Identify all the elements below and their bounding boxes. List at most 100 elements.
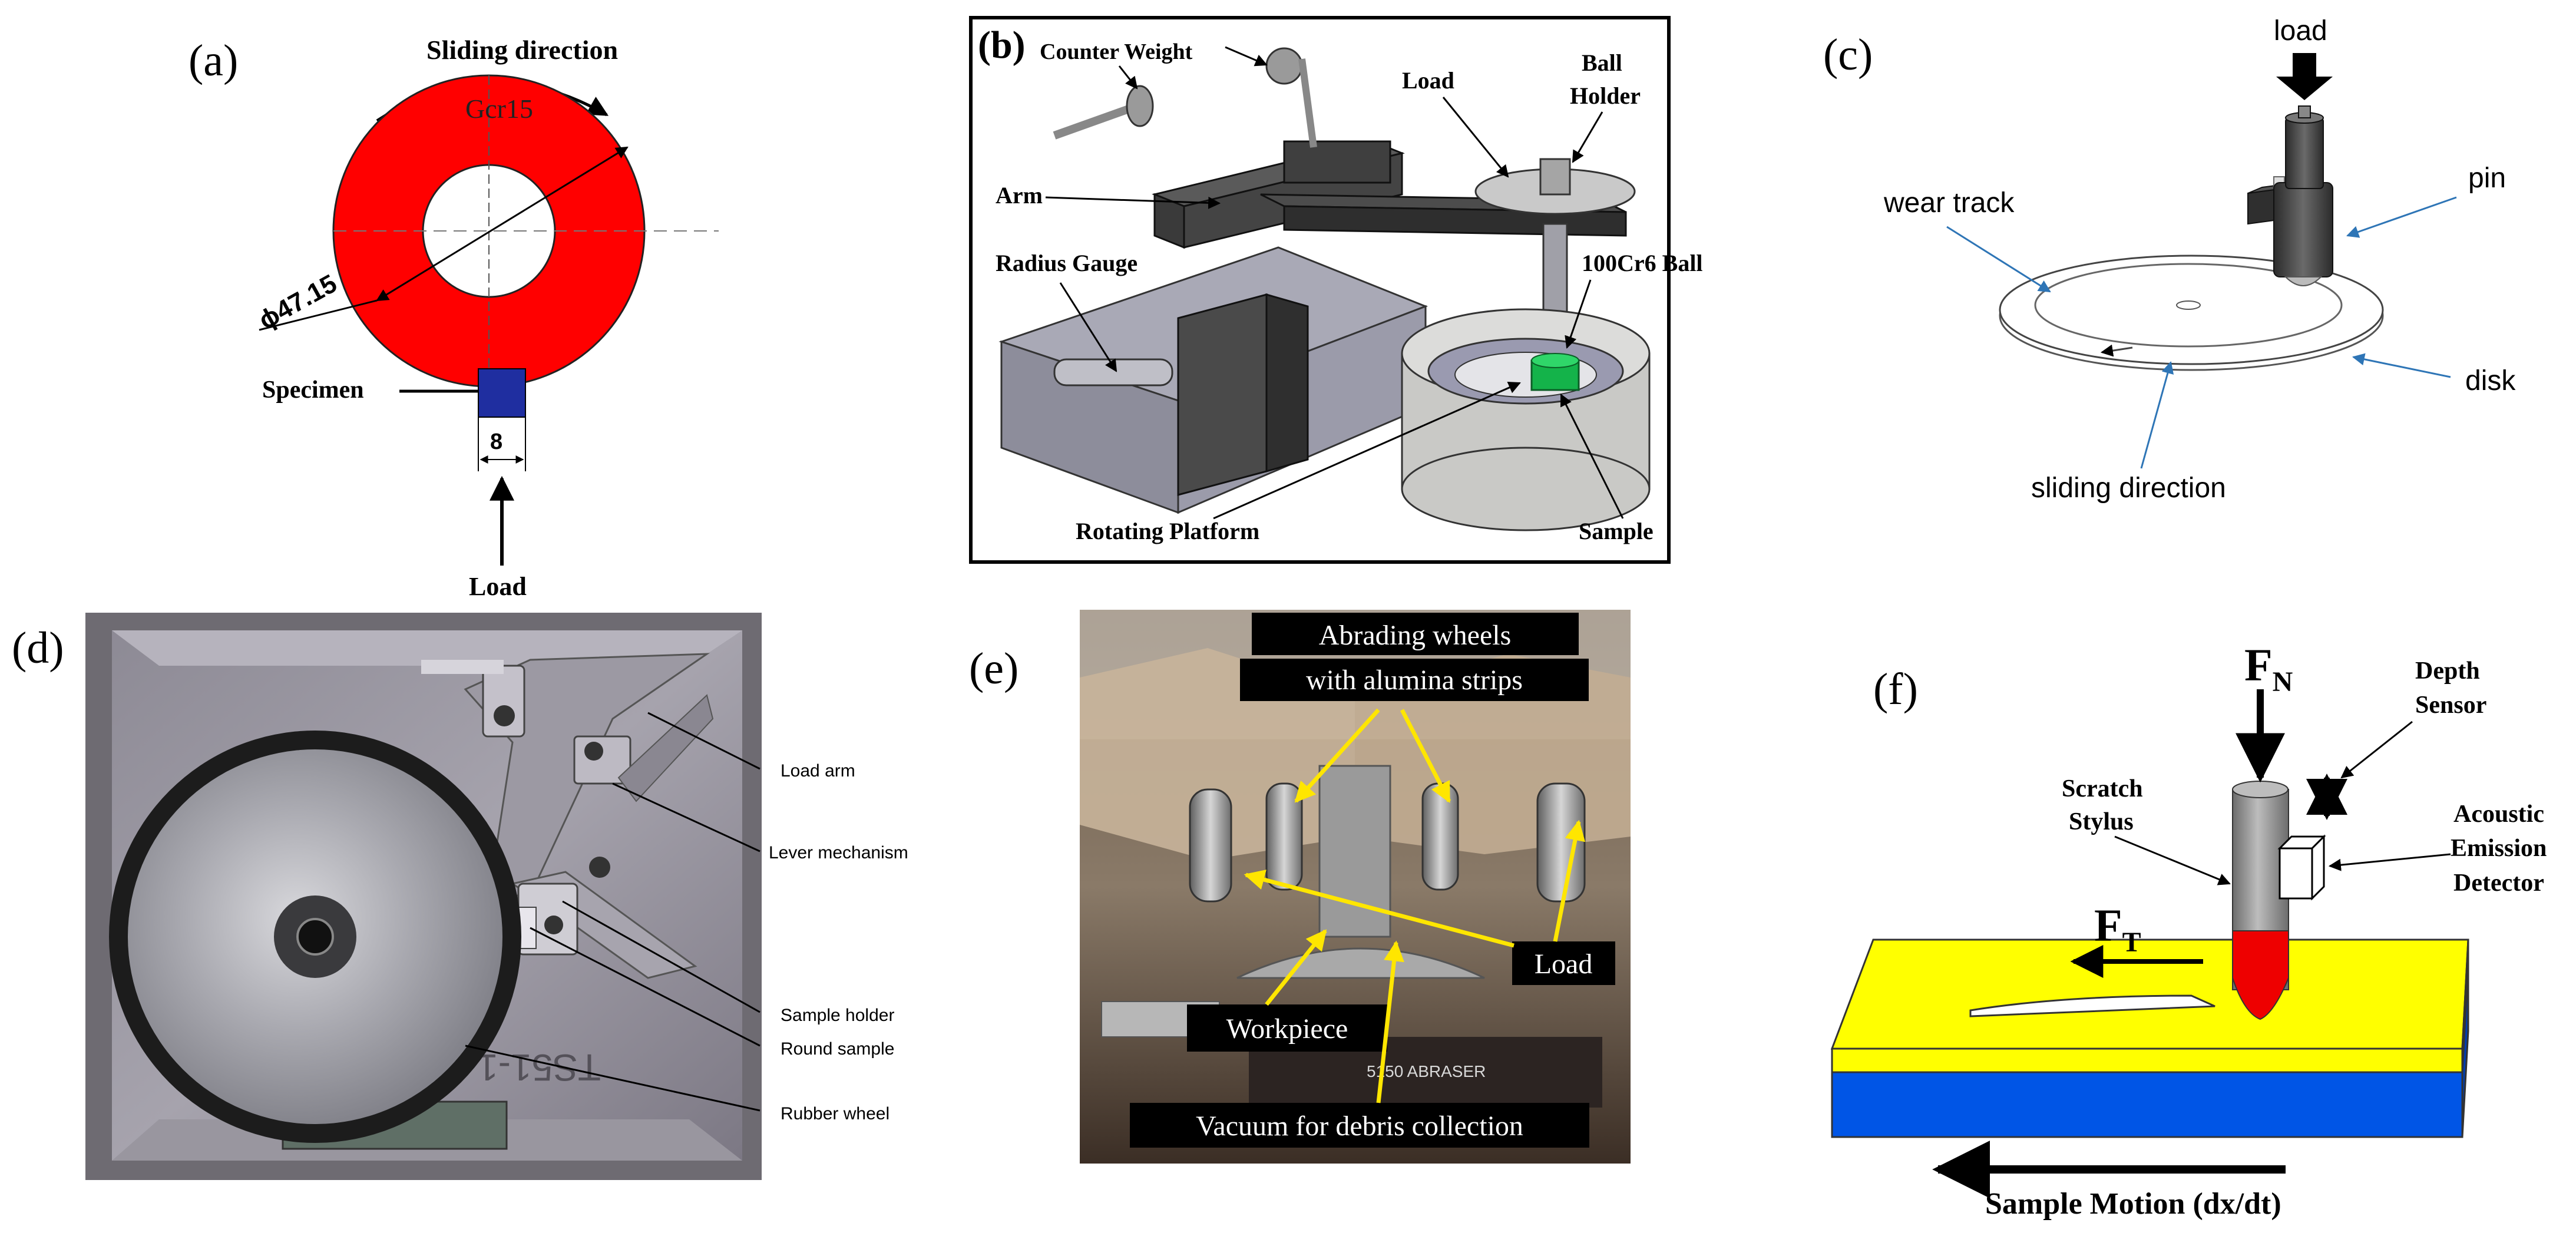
counter-post <box>1298 58 1317 148</box>
diameter-leader <box>259 299 378 331</box>
panel-c: (c) load pin wear track disk sliding dir… <box>1823 15 2516 504</box>
sample-holder-label: Sample holder <box>781 1006 894 1025</box>
vacuum-label-box <box>1130 1103 1589 1148</box>
sample-label-b: Sample <box>1579 518 1654 544</box>
load-label-b: Load <box>1402 67 1454 94</box>
workpiece-arrow <box>1265 929 1327 1006</box>
sample-arrow <box>1560 394 1624 519</box>
ae-label-3: Detector <box>2453 870 2544 897</box>
ae-leader <box>2328 853 2451 871</box>
rotating-platform-arrow <box>1213 382 1521 520</box>
stylus-tip <box>2232 930 2289 1020</box>
wheel-center <box>296 918 334 956</box>
ae-label-2: Emission <box>2451 835 2547 862</box>
coating-top <box>1830 938 2469 1050</box>
specimen-label: Specimen <box>262 376 364 404</box>
width-label: 8 <box>490 429 502 454</box>
depth-label-2: Sensor <box>2415 692 2486 719</box>
load-arrow-e-left <box>1244 870 1514 948</box>
panel-a-tag: (a) <box>189 36 238 85</box>
lever-bar <box>617 694 714 802</box>
lever-bolt <box>584 742 603 761</box>
panel-a: (a) Sliding direction Gcr15 ϕ47.15 Speci… <box>189 35 719 601</box>
scratch-groove <box>1969 994 2215 1017</box>
load-label-c: load <box>2274 15 2327 47</box>
rubber-wheel-label: Rubber wheel <box>781 1104 889 1123</box>
workpiece-disc <box>1236 947 1485 979</box>
sample-motion-label: Sample Motion (dx/dt) <box>1985 1187 2281 1221</box>
sliding-direction-label-c: sliding direction <box>2031 472 2226 504</box>
load-arrow-c <box>2276 53 2333 100</box>
counter-rod <box>1053 102 1139 140</box>
wear-track <box>2034 263 2343 348</box>
specimen-block <box>478 368 526 418</box>
arm-block <box>1283 140 1391 184</box>
stylus-label-1: Scratch <box>2062 775 2143 802</box>
wheels-label-2: with alumina strips <box>1306 665 1523 696</box>
disk-center-hole <box>2176 300 2201 310</box>
lower-bolt <box>589 857 610 878</box>
radius-gauge-rod <box>1053 358 1173 386</box>
diameter-line <box>376 146 629 302</box>
ball-label: 100Cr6 Ball <box>1582 250 1703 276</box>
panel-d: (d) TS51-1 EH Load arm Lever mechanism S… <box>12 613 908 1180</box>
platform-bottom <box>1401 447 1651 531</box>
sample-holder-bolt <box>544 916 563 934</box>
depth-label-1: Depth <box>2415 657 2480 685</box>
ball-holder-arrow <box>1572 111 1603 163</box>
load-label-a: Load <box>469 572 527 601</box>
load-arrow-e-right <box>1553 819 1586 942</box>
depth-leader <box>2340 721 2413 779</box>
panel-f: (f) FN Depth Sensor Scratch Stylus Acous… <box>1830 639 2547 1221</box>
ball-holder-label-1: Ball <box>1582 49 1622 76</box>
panel-b-tag: (b) <box>978 24 1026 67</box>
ball-holder <box>1539 158 1571 196</box>
pin-arrow <box>2346 196 2457 238</box>
diameter-label: ϕ47.15 <box>254 269 342 335</box>
wear-track-label: wear track <box>1883 187 2015 219</box>
disk-label: disk <box>2465 365 2516 396</box>
stylus-top <box>2232 781 2289 798</box>
ft-label: FT <box>2094 900 2141 958</box>
ball-arrow <box>1565 279 1592 349</box>
pin-tip <box>2284 276 2323 286</box>
abrading-wheel-left <box>1265 782 1303 891</box>
wheels-label-box-1 <box>1252 613 1579 655</box>
pin-knob <box>2298 105 2311 118</box>
vacuum-arrow <box>1376 940 1404 1103</box>
panel-e-tag: (e) <box>969 644 1019 693</box>
stylus-leader <box>2114 835 2231 885</box>
pin-holder <box>2273 182 2333 277</box>
wheels-arrow-right <box>1400 709 1451 804</box>
round-sample-label: Round sample <box>781 1039 894 1059</box>
substrate-front <box>1831 1071 2463 1138</box>
workpiece-label: Workpiece <box>1226 1013 1348 1045</box>
radius-gauge-arrow <box>1059 282 1117 372</box>
counter-weight-label: Counter Weight <box>1040 39 1193 64</box>
rotating-platform-label: Rotating Platform <box>1076 518 1259 544</box>
clamp-bolt <box>494 705 515 726</box>
ring-material-label: Gcr15 <box>465 94 533 124</box>
panel-d-tag: (d) <box>12 623 64 673</box>
ae-label-1: Acoustic <box>2453 801 2544 828</box>
abrading-wheel-left-outer <box>1189 788 1232 903</box>
coating-front <box>1831 1047 2463 1073</box>
counter-weight-1 <box>1126 85 1154 127</box>
ae-cube-front <box>2279 847 2313 900</box>
stylus-label-2: Stylus <box>2069 808 2134 835</box>
substrate-side <box>2461 966 2469 1138</box>
cw-arrow-1 <box>1118 65 1138 90</box>
counter-weight-2 <box>1265 47 1303 85</box>
arm-label: Arm <box>996 182 1043 209</box>
photo-d-top-edge <box>112 630 742 666</box>
vacuum-label: Vacuum for debris collection <box>1196 1111 1523 1142</box>
wheels-label-box-2 <box>1240 659 1589 701</box>
fn-label: FN <box>2244 639 2293 698</box>
cw-arrow-2 <box>1225 46 1268 67</box>
arm-arrow <box>1045 196 1221 209</box>
round-sample-leader <box>530 927 760 1047</box>
load-arm-leader <box>647 712 760 770</box>
lever-label: Lever mechanism <box>769 843 908 862</box>
upright-front <box>1177 293 1268 496</box>
